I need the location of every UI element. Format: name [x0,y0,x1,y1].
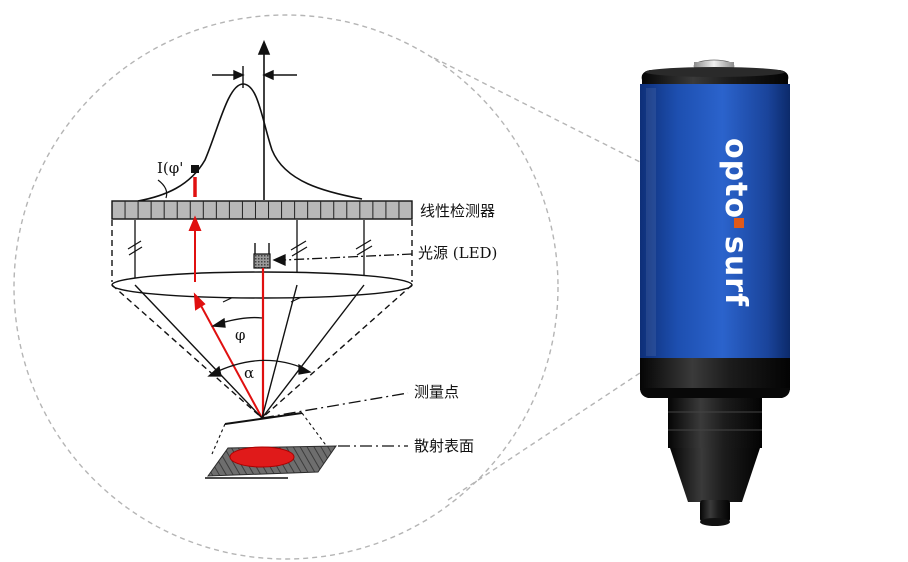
alpha-label: α [244,364,254,382]
sensor-device: opto surf [640,59,790,526]
aperture-cone [111,284,413,419]
housing-walls [111,220,413,282]
zoom-lines [211,412,329,455]
brand-accent [734,218,744,228]
magnifier-outline [13,14,653,560]
light-source-label: 光源 (LED) [418,244,497,262]
scatter-surface-label: 散射表面 [414,437,474,455]
axis-arrow [257,39,271,200]
measure-point-leader [261,392,409,419]
measure-point-label: 测量点 [414,383,459,401]
intensity-label: I(φ' [157,159,183,177]
intensity-leader [157,179,168,199]
scattered-ray [188,215,263,419]
intensity-marker [191,165,199,173]
phi-label: φ [235,326,246,344]
led-source [253,243,271,269]
scatter-surface [205,445,337,479]
measure-surface-line [224,412,303,425]
brand-left: opto [718,138,753,219]
alpha-arc [207,359,312,377]
detector-frame [111,200,413,220]
led-pointer [272,253,413,267]
brand-right: surf [718,236,753,307]
phi-arc [211,316,263,328]
intensity-curve [137,83,363,202]
detector-label: 线性检测器 [420,202,495,220]
width-arrows [212,66,297,88]
linear-detector [111,200,413,220]
